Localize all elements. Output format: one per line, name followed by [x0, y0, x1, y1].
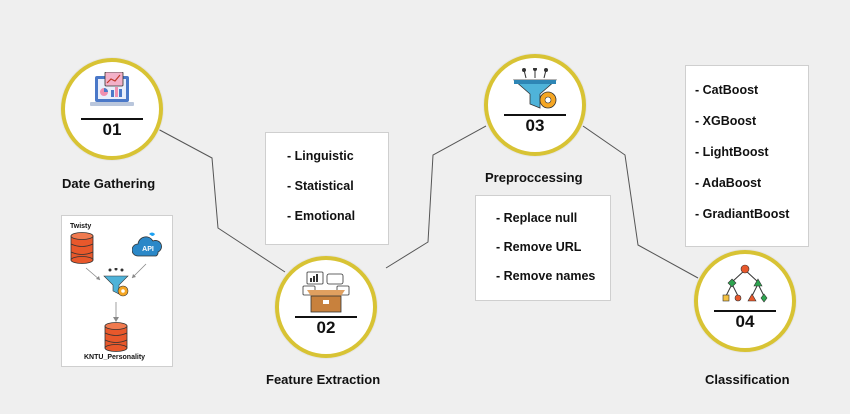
classifier-item: - GradiantBoost — [695, 207, 790, 221]
preprocessing-box: - Replace null - Remove URL - Remove nam… — [476, 196, 610, 300]
flow-arrows — [85, 263, 147, 322]
feature-types-box: - Linguistic - Statistical - Emotional — [266, 133, 388, 244]
step-number: 02 — [316, 318, 336, 337]
preprocessing-item: - Remove URL — [496, 240, 582, 254]
source-a-label: Twisty — [70, 223, 92, 230]
feature-box-icon — [302, 271, 350, 313]
classifier-item: - CatBoost — [695, 83, 759, 97]
step-number: 04 — [735, 312, 755, 331]
classifier-item: - AdaBoost — [695, 176, 762, 190]
database-icon — [104, 322, 128, 352]
funnel-gear-icon — [512, 68, 558, 109]
step-04-label: Classification — [705, 372, 790, 387]
step-02-circle: 02 — [275, 256, 377, 358]
twitter-icon — [149, 232, 155, 236]
source-b-label: API — [142, 246, 154, 253]
connector-01-02 — [155, 127, 286, 273]
classifier-item: - XGBoost — [695, 114, 757, 128]
feature-type-item: - Emotional — [287, 209, 356, 223]
data-sources-panel: Twisty API — [62, 216, 172, 366]
step-01-circle: 01 — [61, 58, 163, 160]
feature-type-item: - Linguistic — [287, 149, 354, 163]
connector-02-03 — [385, 125, 487, 269]
result-label: KNTU_Personality — [84, 354, 146, 361]
preprocessing-item: - Replace null — [496, 211, 578, 225]
classifier-item: - LightBoost — [695, 145, 769, 159]
cloud-api-icon: API — [132, 232, 162, 257]
decision-tree-icon — [722, 264, 768, 303]
feature-type-item: - Statistical — [287, 179, 354, 193]
step-03-circle: 03 — [484, 54, 586, 156]
database-icon — [70, 232, 94, 264]
funnel-gear-small-icon — [103, 268, 129, 297]
laptop-chart-icon — [90, 72, 134, 106]
step-02-label: Feature Extraction — [266, 372, 381, 387]
classifiers-box: - CatBoost - XGBoost - LightBoost - AdaB… — [686, 66, 808, 246]
step-number: 01 — [102, 120, 122, 139]
step-number: 03 — [525, 116, 545, 135]
step-01-label: Date Gathering — [62, 176, 156, 191]
connector-03-04 — [582, 125, 699, 279]
step-04-circle: 04 — [694, 250, 796, 352]
preprocessing-item: - Remove names — [496, 269, 596, 283]
step-03-label: Preproccessing — [485, 170, 583, 185]
